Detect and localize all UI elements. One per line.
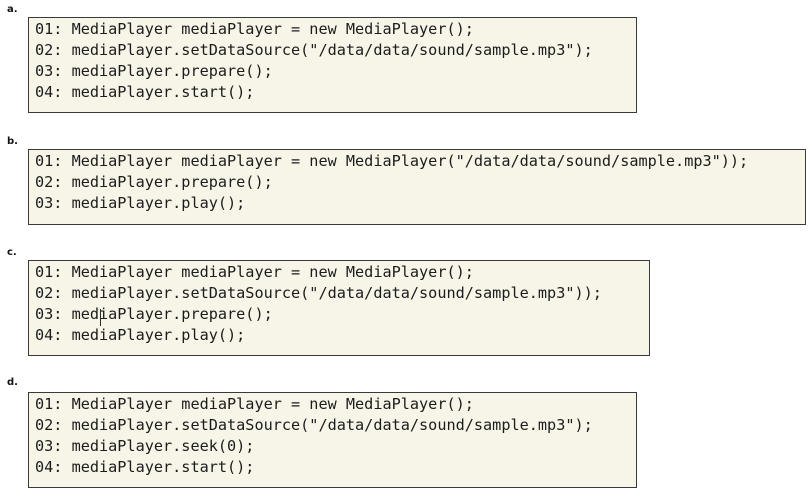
text-cursor-icon (100, 309, 101, 326)
option-d-letter: d. (7, 377, 18, 388)
option-c-line-3: 03: mediaPlayer.prepare(); (35, 305, 273, 323)
option-a-code-box: 01: MediaPlayer mediaPlayer = new MediaP… (28, 17, 637, 113)
option-a-line-3: 03: mediaPlayer.prepare(); (35, 62, 273, 80)
option-d-line-3: 03: mediaPlayer.seek(0); (35, 437, 255, 455)
option-b-letter: b. (7, 136, 18, 147)
option-c-line-2: 02: mediaPlayer.setDataSource("/data/dat… (35, 284, 602, 302)
option-b-line-3: 03: mediaPlayer.play(); (35, 194, 246, 212)
option-d-line-2: 02: mediaPlayer.setDataSource("/data/dat… (35, 416, 593, 434)
option-c-letter: c. (7, 247, 17, 258)
option-a-line-4: 04: mediaPlayer.start(); (35, 83, 255, 101)
option-a-line-1: 01: MediaPlayer mediaPlayer = new MediaP… (35, 20, 474, 38)
option-c-line-4: 04: mediaPlayer.play(); (35, 326, 246, 344)
option-b-line-2: 02: mediaPlayer.prepare(); (35, 173, 273, 191)
option-d-line-1: 01: MediaPlayer mediaPlayer = new MediaP… (35, 395, 474, 413)
option-c-code-box: 01: MediaPlayer mediaPlayer = new MediaP… (28, 260, 650, 356)
option-c-line-1: 01: MediaPlayer mediaPlayer = new MediaP… (35, 263, 474, 281)
option-b-line-1: 01: MediaPlayer mediaPlayer = new MediaP… (35, 152, 749, 170)
option-d-code-box: 01: MediaPlayer mediaPlayer = new MediaP… (28, 392, 637, 488)
option-d-line-4: 04: mediaPlayer.start(); (35, 458, 255, 476)
option-a-letter: a. (7, 4, 18, 15)
option-a-line-2: 02: mediaPlayer.setDataSource("/data/dat… (35, 41, 593, 59)
option-b-code-box: 01: MediaPlayer mediaPlayer = new MediaP… (28, 149, 806, 225)
